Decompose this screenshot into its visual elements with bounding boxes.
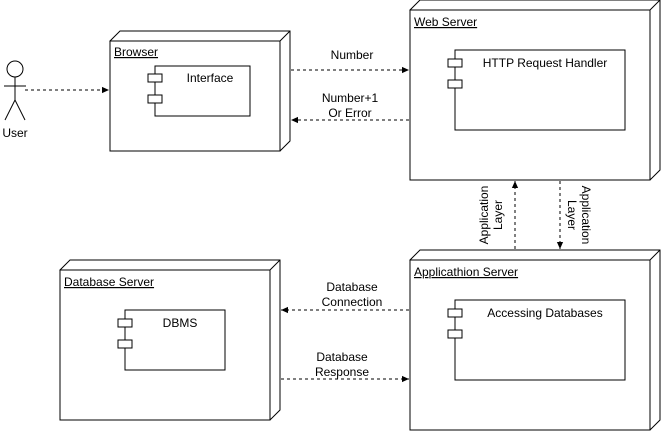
- actor-right-leg: [14, 99, 26, 121]
- web-server-node-title: Web Server: [414, 15, 477, 29]
- actor-label: User: [2, 126, 27, 140]
- db-server-node-title: Database Server: [64, 275, 154, 289]
- app-server-node-title: Applicathion Server: [414, 265, 518, 279]
- component-port-icon: [147, 94, 163, 104]
- browser-node-title: Browser: [114, 45, 158, 59]
- component-port-icon: [447, 329, 463, 339]
- edge-label-line-1: Database: [316, 350, 368, 364]
- edge-app-layer-down: Application Layer: [556, 181, 593, 249]
- component-port-icon: [447, 308, 463, 318]
- edge-label-line-1: Application: [579, 186, 593, 245]
- component-port-icon: [447, 58, 463, 68]
- web-server-node: Web Server HTTP Request Handler: [409, 0, 661, 181]
- actor-left-leg: [4, 99, 16, 121]
- dbms-label: DBMS: [163, 316, 198, 330]
- edge-label: Number: [331, 48, 374, 62]
- edge-number: Number: [291, 48, 409, 74]
- component-port-icon: [447, 79, 463, 89]
- edge-label-line-2: Layer: [565, 200, 579, 230]
- actor-head: [6, 60, 24, 78]
- edge-label-line-2: Response: [315, 365, 369, 379]
- edge-label-line-2: Connection: [322, 295, 383, 309]
- component-port-icon: [147, 73, 163, 83]
- http-request-handler-component: HTTP Request Handler: [447, 49, 626, 131]
- accessing-databases-label: Accessing Databases: [487, 306, 602, 320]
- http-request-handler-label: HTTP Request Handler: [483, 56, 608, 70]
- edge-db-response: Database Response: [281, 350, 409, 383]
- edge-label-line-1: Application: [477, 186, 491, 245]
- edge-number-plus-one: Number+1 Or Error: [291, 91, 409, 124]
- component-port-icon: [117, 318, 133, 328]
- edge-db-connection: Database Connection: [281, 280, 409, 314]
- accessing-databases-component: Accessing Databases: [447, 299, 626, 381]
- browser-node: Browser Interface: [109, 30, 291, 152]
- edge-label-line-2: Layer: [491, 200, 505, 230]
- dbms-component: DBMS: [117, 309, 226, 371]
- interface-component-label: Interface: [187, 71, 234, 85]
- user-actor: User: [2, 60, 28, 140]
- edge-label-line-1: Number+1: [322, 91, 379, 105]
- interface-component: Interface: [147, 65, 251, 117]
- db-server-node: Database Server DBMS: [59, 259, 281, 421]
- edge-label-line-2: Or Error: [328, 106, 371, 120]
- component-port-icon: [117, 339, 133, 349]
- app-server-node: Applicathion Server Accessing Databases: [409, 249, 661, 431]
- edge-app-layer-up: Application Layer: [477, 181, 519, 249]
- edge-label-line-1: Database: [326, 280, 378, 294]
